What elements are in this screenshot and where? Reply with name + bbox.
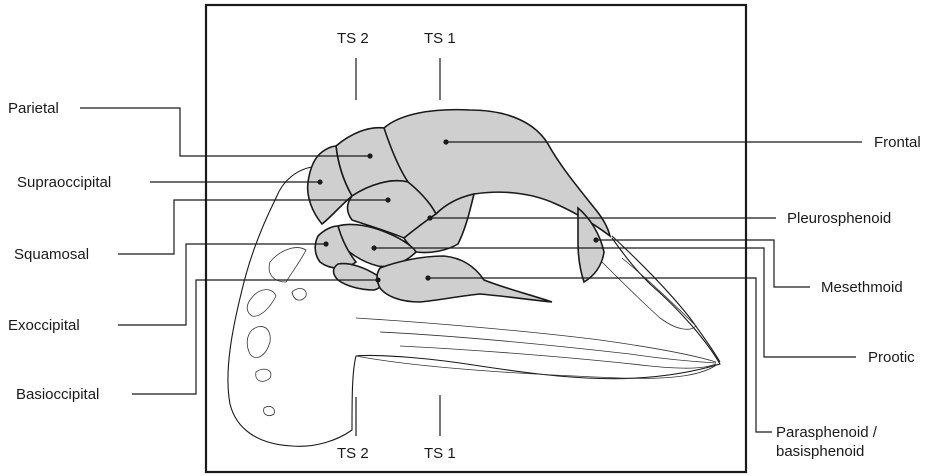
skull-outline <box>228 166 720 446</box>
prootic-label: Prootic <box>868 349 915 366</box>
pleurosphenoid-label: Pleurosphenoid <box>787 210 891 227</box>
ts1-bottom-label: TS 1 <box>424 445 456 462</box>
frontal-label: Frontal <box>874 134 921 151</box>
parasphenoid-bone <box>377 256 552 302</box>
basioccipital-label: Basioccipital <box>16 386 99 403</box>
prootic-point <box>371 245 376 250</box>
ts2-top-label: TS 2 <box>337 30 369 47</box>
ts2-bottom-label: TS 2 <box>337 445 369 462</box>
squamosal-point <box>385 197 390 202</box>
cavity-5 <box>292 289 306 301</box>
cavity-3 <box>256 369 271 381</box>
parasphenoid-leader <box>428 278 772 432</box>
parasphenoid-label-line2: basisphenoid <box>776 443 864 460</box>
orbit-line <box>600 258 696 329</box>
shaded-bones <box>308 110 610 302</box>
cranium-outline <box>228 166 720 446</box>
cavity-1 <box>247 290 276 317</box>
exoccipital-label: Exoccipital <box>8 317 80 334</box>
parasphenoid-label-line1: Parasphenoid / <box>776 424 878 441</box>
mesethmoid-label: Mesethmoid <box>821 279 903 296</box>
basioccipital-bone <box>334 264 382 290</box>
squamosal-label: Squamosal <box>14 246 89 263</box>
frontal-point <box>443 139 448 144</box>
supraoccipital-point <box>317 179 322 184</box>
ts1-top-label: TS 1 <box>424 30 456 47</box>
exoccipital-point <box>323 241 328 246</box>
exoccipital-leader <box>118 244 326 325</box>
quadrate-outline <box>269 248 306 282</box>
supraoccipital-label: Supraoccipital <box>17 174 111 191</box>
jaw-line-3 <box>400 346 716 368</box>
cavity-2 <box>247 326 270 357</box>
basioccipital-leader <box>132 280 378 394</box>
mesethmoid-point <box>593 237 598 242</box>
parietal-point <box>367 153 372 158</box>
parasphenoid-point <box>425 275 430 280</box>
frame-border <box>206 5 746 472</box>
pleurosphenoid-point <box>427 215 432 220</box>
jaw-line-1 <box>356 318 716 362</box>
parietal-label: Parietal <box>8 100 59 117</box>
basioccipital-point <box>375 277 380 282</box>
cavity-4 <box>264 406 275 415</box>
